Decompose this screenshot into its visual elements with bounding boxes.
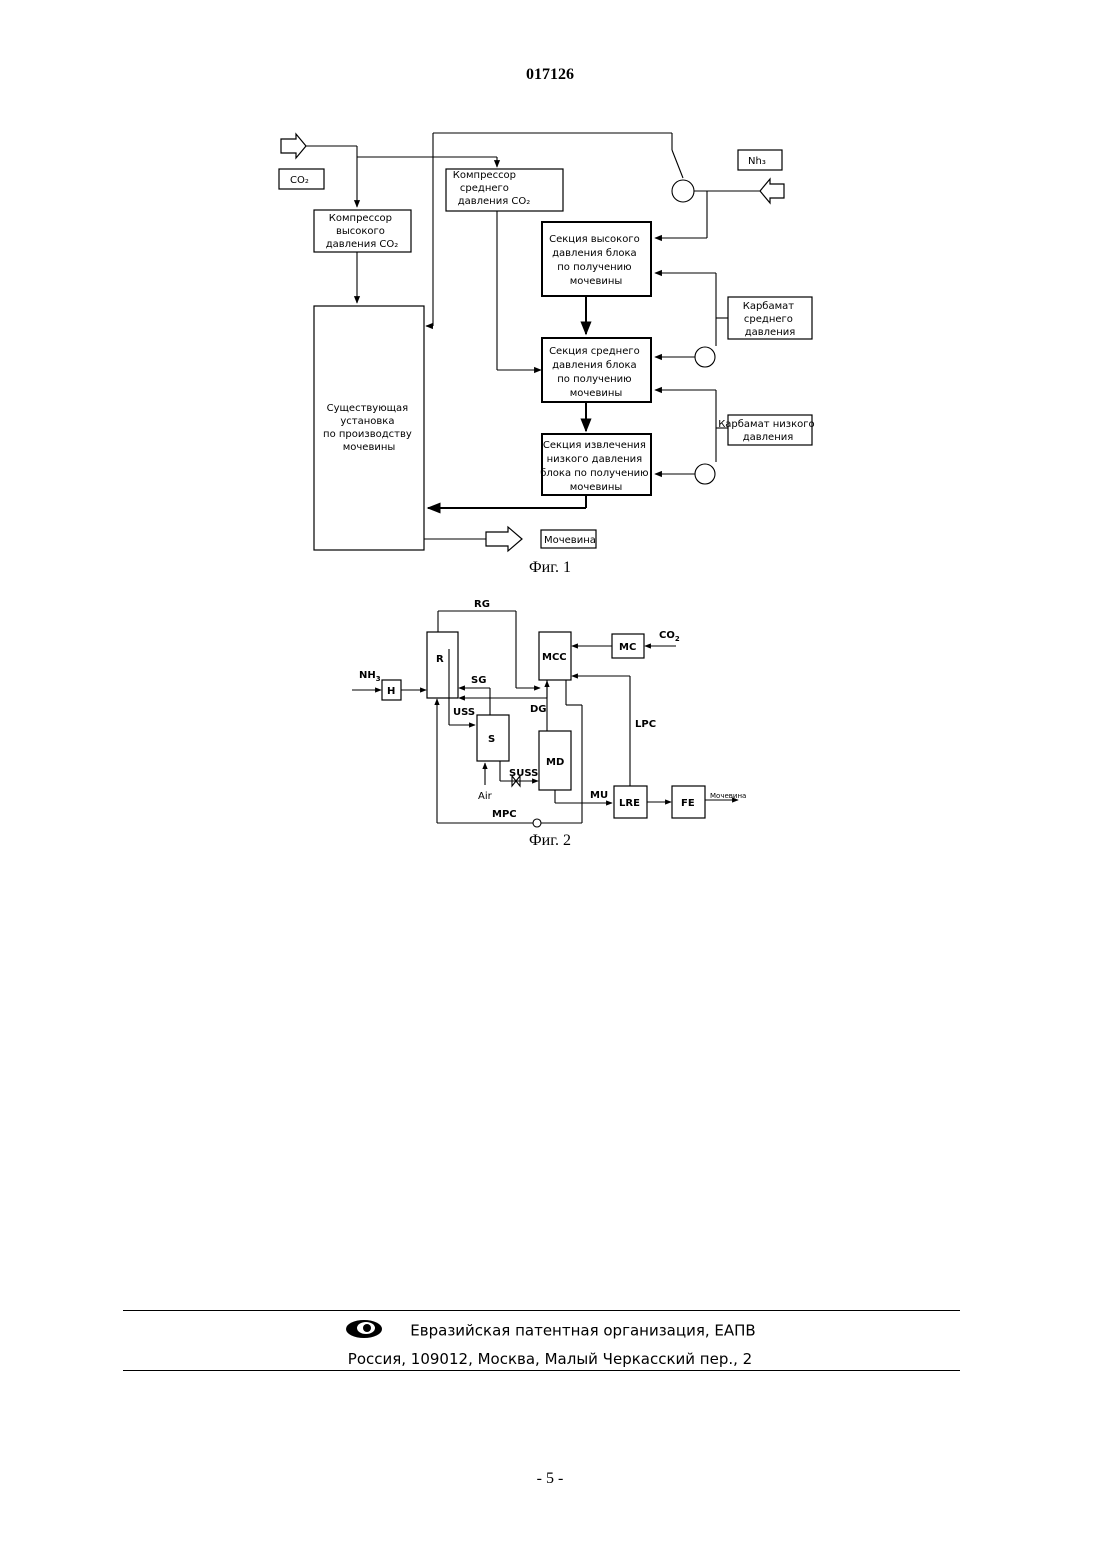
nh3-input-arrow [760, 179, 784, 203]
stream-DG-label: DG [530, 704, 547, 715]
node-R-box [427, 632, 458, 698]
mp-carbamate-pump-icon [695, 347, 715, 367]
stream-USS-label: USS [453, 707, 475, 718]
stream-RG-label: RG [474, 599, 490, 610]
node-MCC-label: MCC [542, 652, 567, 663]
figure-1-caption: Фиг. 1 [529, 559, 571, 576]
stream-SUSS-label: SUSS [509, 768, 538, 779]
node-LRE-label: LRE [619, 798, 640, 809]
co2-label: CO₂ [290, 175, 309, 186]
footer-top-rule [123, 1310, 960, 1311]
stream-Air-label: Air [478, 791, 493, 802]
urea-output-arrow [486, 527, 522, 551]
page-number: - 5 - [0, 1470, 1100, 1488]
nh3-label: NH3 [359, 670, 381, 683]
footer-address: Россия, 109012, Москва, Малый Черкасский… [0, 1350, 1100, 1368]
footer-org-text: Евразийская патентная организация, ЕАПВ [410, 1322, 755, 1340]
stream-MPC-label: MPC [492, 809, 517, 820]
urea-output-label: Мочевина [710, 792, 746, 800]
node-FE-label: FE [681, 798, 695, 809]
node-S-label: S [488, 734, 495, 745]
node-MD-label: MD [546, 757, 564, 768]
figure-2-diagram: R RG NH3 H SG USS S Air SUSS MCC MC CO2 … [0, 590, 1100, 860]
stream-SG-label: SG [471, 675, 486, 686]
node-MC-label: MC [619, 642, 636, 653]
eapo-logo-icon [344, 1318, 384, 1344]
nh3-pump-icon [672, 180, 694, 202]
footer-bottom-rule [123, 1370, 960, 1371]
node-R-label: R [436, 654, 444, 665]
urea-label: Мочевина [544, 535, 596, 546]
mp-carbamate-label: Карбамат среднего давления [743, 301, 798, 338]
hp-compressor-label: Компрессор высокого давления CO₂ [326, 213, 399, 250]
figure-1-diagram: CO₂ Компрессор высокого давления CO₂ Ком… [0, 0, 1100, 590]
node-H-label: H [387, 686, 395, 697]
co2-label: CO2 [659, 630, 680, 643]
lp-carbamate-pump-icon [695, 464, 715, 484]
footer-organization: Евразийская патентная организация, ЕАПВ [0, 1318, 1100, 1344]
co2-input-arrow [281, 134, 306, 158]
stream-LPC-label: LPC [635, 719, 656, 730]
nh3-label: Nh₃ [748, 156, 766, 167]
existing-plant-box [314, 306, 424, 550]
figure-2-caption: Фиг. 2 [529, 832, 571, 849]
mpc-pump-icon [533, 819, 541, 827]
stream-MU-label: MU [590, 790, 608, 801]
